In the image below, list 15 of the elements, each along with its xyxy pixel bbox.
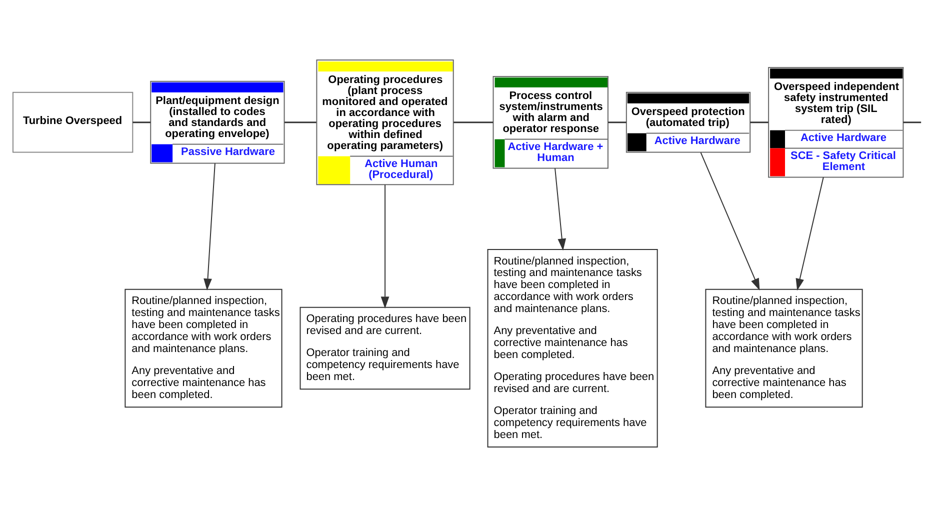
connector (903, 121, 922, 123)
node-box: Routine/planned inspection, testing and maintenance tasks have been completed in accordance with work orders and maintenance plans. Any preventative and corrective maintenance has been completed. Operating procedures have been revised and are current. Operator training and competency requirements have been met. (487, 248, 658, 447)
arrow (700, 152, 760, 290)
arrow (380, 184, 390, 308)
node-box: Routine/planned inspection, testing and maintenance tasks have been completed in accordance with work orders and maintenance plans. Any preventative and corrective maintenance has been completed. (124, 288, 282, 408)
node-box: Routine/planned inspection, testing and maintenance tasks have been completed in accordance with work orders and maintenance plans. Any preventative and corrective maintenance has been completed. (705, 288, 863, 408)
arrow (204, 162, 216, 290)
node-box: Operating procedures have been revised and are current. Operator training and competency requirements have been met. (300, 306, 470, 390)
connector (750, 121, 768, 123)
connector (454, 121, 493, 123)
connector (132, 121, 151, 123)
connector (608, 121, 626, 123)
arrow (796, 176, 824, 290)
arrow (554, 167, 566, 250)
connector (284, 121, 316, 123)
